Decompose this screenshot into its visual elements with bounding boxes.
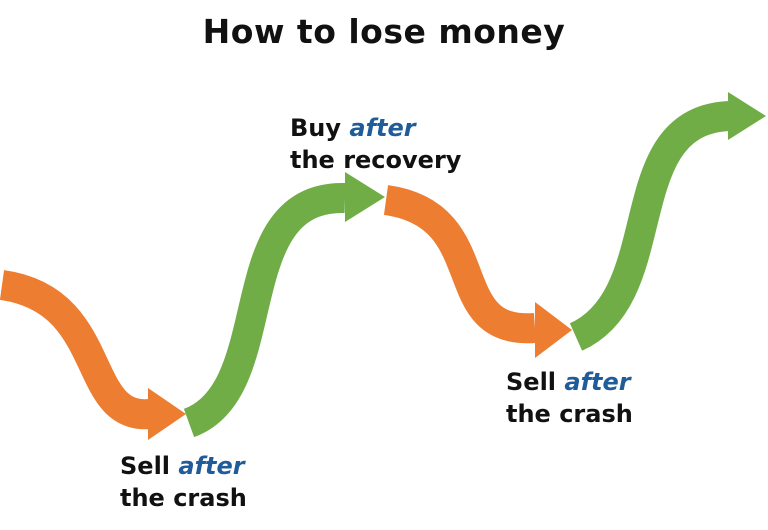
sell2-label-prefix: Sell	[506, 368, 557, 396]
recovery-arrow-2	[569, 92, 766, 351]
sell1-label-accent: after	[178, 452, 245, 480]
buy-label-prefix: Buy	[290, 114, 342, 142]
sell-after-crash-label-2: Sell after the crash	[506, 366, 633, 430]
sell-after-crash-label-1: Sell after the crash	[120, 450, 247, 514]
crash-arrow-2	[383, 185, 572, 358]
sell2-label-line2: the crash	[506, 400, 633, 428]
buy-label-accent: after	[349, 114, 416, 142]
sell2-label-accent: after	[564, 368, 631, 396]
recovery-arrow-1	[182, 172, 385, 438]
sell1-label-line2: the crash	[120, 484, 247, 512]
crash-arrow-1	[0, 270, 186, 440]
buy-after-recovery-label: Buy after the recovery	[290, 112, 461, 176]
buy-label-line2: the recovery	[290, 146, 462, 174]
diagram-title: How to lose money	[202, 12, 566, 51]
sell1-label-prefix: Sell	[120, 452, 171, 480]
